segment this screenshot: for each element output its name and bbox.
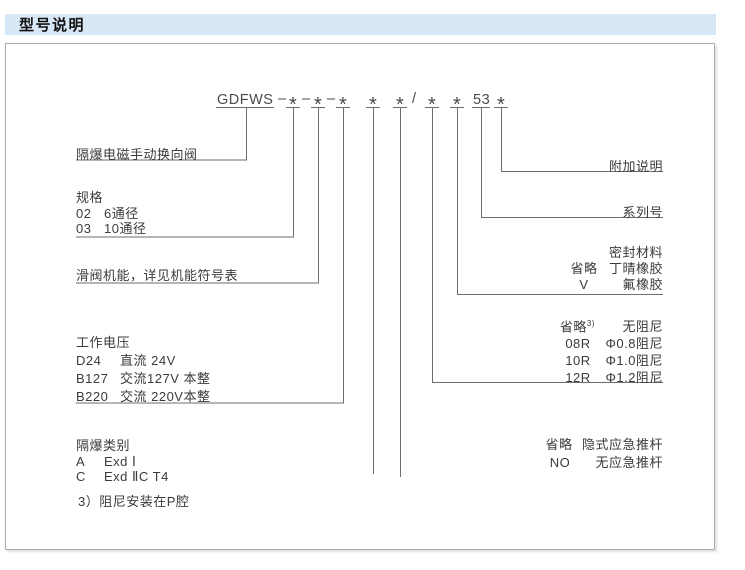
seal-row: V 氟橡胶 xyxy=(579,277,663,292)
code-star-voltage: * xyxy=(339,94,347,116)
spec-title: 规格 xyxy=(76,190,104,205)
voltage-row: D24 直流 24V xyxy=(76,353,176,368)
voltage-title: 工作电压 xyxy=(76,335,131,350)
page-title: 型号说明 xyxy=(19,17,86,34)
damping-row: 12R Φ1.2阻尼 xyxy=(565,370,663,386)
code-star-spool: * xyxy=(314,94,322,116)
code-star-addendum: * xyxy=(497,94,505,116)
damping-row: 省略3) 无阻尼 xyxy=(559,319,663,335)
valve-type-label: 隔爆电磁手动换向阀 xyxy=(76,147,198,162)
seal-material-block: 密封材料 省略 丁晴橡胶 V 氟橡胶 xyxy=(569,245,663,293)
code-dash: – xyxy=(302,91,311,107)
seal-title-row: 密封材料 xyxy=(569,245,663,261)
voltage-row: B127 交流127V 本整 xyxy=(76,371,211,386)
voltage-block: 工作电压 D24 直流 24V B127 交流127V 本整 B220 交流 2… xyxy=(76,334,210,406)
code-dash: – xyxy=(278,91,287,107)
code-star-damping: * xyxy=(428,94,436,116)
explosion-proof-block: 隔爆类别 A Exd Ⅰ C Exd ⅡC T4 xyxy=(76,438,169,485)
code-prefix: GDFWS xyxy=(217,92,274,108)
rod-row: NO 无应急推杆 xyxy=(549,455,663,470)
section-header-bar: 型号说明 xyxy=(5,14,716,35)
code-slash: / xyxy=(412,91,417,107)
footnote-ref: 3) xyxy=(586,319,595,328)
code-star-exproof: * xyxy=(369,94,377,116)
code-star-rod: * xyxy=(396,94,404,116)
series-number-label: 系列号 xyxy=(622,205,663,220)
connector-lines xyxy=(76,107,663,477)
code-series-number: 53 xyxy=(473,92,491,108)
spec-row: 02 6通径 xyxy=(76,205,139,221)
spec-block: 规格 02 6通径 03 10通径 xyxy=(76,190,146,237)
exproof-row: A Exd Ⅰ xyxy=(76,453,137,469)
damping-block: 省略3) 无阻尼 08R Φ0.8阻尼 10R Φ1.0阻尼 12R Φ1.2阻… xyxy=(560,315,663,386)
exproof-row: C Exd ⅡC T4 xyxy=(76,469,169,484)
seal-title: 密封材料 xyxy=(608,245,663,260)
model-code-diagram: GDFWS – * – * – * * * / * * 53 * 隔爆电磁手动换… xyxy=(5,43,715,550)
code-star-seal: * xyxy=(453,94,461,116)
damping-row: 08R Φ0.8阻尼 xyxy=(565,336,663,352)
rod-row: 省略 隐式应急推杆 xyxy=(545,437,663,452)
spec-row: 03 10通径 xyxy=(76,221,147,236)
footnote: 3）阻尼安装在P腔 xyxy=(78,494,190,509)
code-star-spec: * xyxy=(289,94,297,116)
voltage-row: B220 交流 220V本整 xyxy=(76,389,211,404)
addendum-label: 附加说明 xyxy=(608,159,663,174)
emergency-rod-block: 省略 隐式应急推杆 NO 无应急推杆 xyxy=(544,436,663,472)
spool-function-label: 滑阀机能，详见机能符号表 xyxy=(76,268,239,283)
code-dash: – xyxy=(327,91,336,107)
exproof-title: 隔爆类别 xyxy=(76,438,131,453)
seal-row: 省略 丁晴橡胶 xyxy=(570,261,663,276)
damping-row: 10R Φ1.0阻尼 xyxy=(565,353,663,369)
